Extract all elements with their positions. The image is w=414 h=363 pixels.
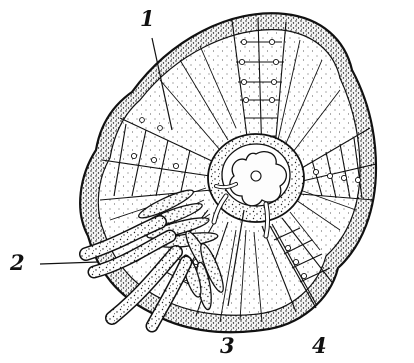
test-body <box>80 13 376 332</box>
leader-line-2 <box>40 262 98 264</box>
callout-4: 4 <box>312 333 327 358</box>
callout-1: 1 <box>140 6 155 31</box>
callout-2: 2 <box>9 250 25 275</box>
callout-3: 3 <box>220 333 235 358</box>
